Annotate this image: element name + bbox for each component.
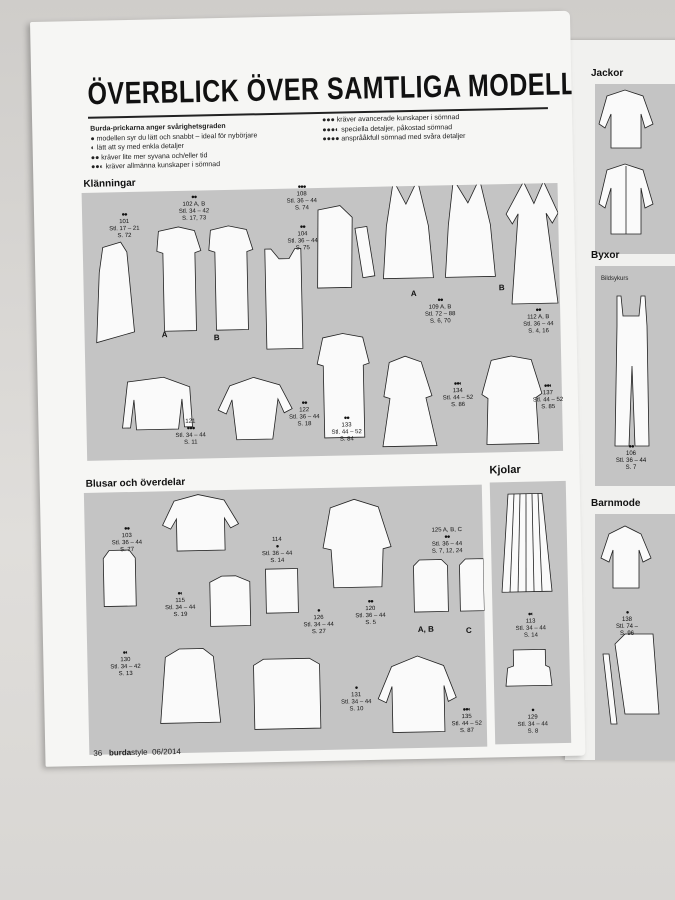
page-footer: 36 burdastyle 06/2014 <box>93 747 181 758</box>
overall-illustration <box>614 295 650 447</box>
item-106: ●● 106 Stl. 36 – 44 S. 7 <box>615 444 647 471</box>
tops-panel: ●● 103 Stl. 36 – 44 S. 77 114 ● Stl. 36 … <box>83 484 488 755</box>
section-jackets-heading: Jackor <box>591 68 624 79</box>
item-115: ●◐ 115 Stl. 34 – 44 S. 19 <box>165 590 196 619</box>
item-112: ●● 112 A, B Stl. 36 – 44 S. 4, 16 <box>523 307 554 335</box>
item-101: ●● 101 Stl. 17 – 21 S. 72 <box>109 212 140 240</box>
item-137: ●●◐ 137 Stl. 44 – 52 S. 85 <box>532 383 564 411</box>
item-103: ●● 103 Stl. 36 – 44 S. 77 <box>111 526 143 554</box>
variant-label-b1: B <box>213 333 220 343</box>
item-122: ●● 122 Stl. 36 – 44 S. 18 <box>289 400 320 428</box>
item-126: ● 126 Stl. 34 – 44 S. 27 <box>303 608 334 636</box>
trousers-subheading: Bildsykurs <box>601 276 629 282</box>
kids-panel: ● 138 Stl. 74 – S. 96 <box>595 514 675 760</box>
brand-name: burda <box>108 748 132 758</box>
item-120: ●● 120 Stl. 36 – 44 S. 5 <box>355 598 386 627</box>
variant-label-c: C <box>465 625 472 636</box>
item-129: ● 129 Stl. 34 – 44 S. 8 <box>517 707 549 735</box>
right-page: Jackor Byxor Bildsykurs ●● 106 Stl. 36 –… <box>565 40 675 760</box>
item-134: ●●◐ 134 Stl. 44 – 52 S. 86 <box>442 381 474 409</box>
difficulty-legend-right: ●●● kräver avancerade kunskaper i sömnad… <box>322 113 466 144</box>
jackets-panel <box>595 84 675 254</box>
variant-label-a1: A <box>161 330 168 340</box>
dresses-panel: ●● 101 Stl. 17 – 21 S. 72 ●● 102 A, B St… <box>81 182 563 461</box>
trousers-panel: Bildsykurs ●● 106 Stl. 36 – 44 S. 7 <box>595 266 675 486</box>
skirts-panel: ●◐ 113 Stl. 34 – 44 S. 14 ● 129 Stl. 34 … <box>489 480 572 745</box>
item-102: ●● 102 A, B Stl. 34 – 42 S. 17, 73 <box>178 194 210 222</box>
section-kids-heading: Barnmode <box>591 498 641 509</box>
page-title: ÖVERBLICK ÖVER SAMTLIGA MODELLER <box>87 65 586 112</box>
difficulty-legend: Burda-prickarna anger svårighetsgraden ●… <box>90 121 258 172</box>
variant-label-b2: B <box>498 283 505 293</box>
item-125: 125 A, B, C ●● Stl. 36 – 44 S. 7, 12, 24 <box>431 527 463 555</box>
item-135: ●●◐ 135 Stl. 44 – 52 S. 87 <box>451 706 483 735</box>
section-skirts-heading: Kjolar <box>489 463 521 477</box>
left-page: ÖVERBLICK ÖVER SAMTLIGA MODELLER Burda-p… <box>30 10 586 767</box>
variant-label-a2: A <box>410 288 417 299</box>
section-tops-heading: Blusar och överdelar <box>85 476 186 490</box>
dress-illustrations <box>96 182 559 448</box>
item-114: 114 ● Stl. 36 – 44 S. 14 <box>261 536 293 565</box>
item-138: ● 138 Stl. 74 – S. 96 <box>615 610 638 637</box>
issue-date: 06/2014 <box>151 746 182 757</box>
item-104: ●● 104 Stl. 36 – 44 S. 75 <box>287 224 318 252</box>
item-108: ●●● 108 Stl. 36 – 44 S. 74 <box>286 184 318 212</box>
item-121: 121 ●●● Stl. 34 – 44 S. 11 <box>175 418 206 446</box>
section-trousers-heading: Byxor <box>591 250 620 261</box>
legend-row-7: ●●●● ansprååkfull sömnad med svåra detal… <box>322 132 466 143</box>
brand-name-suffix: style <box>131 747 148 758</box>
top-illustrations <box>102 494 485 733</box>
item-130: ●◐ 130 Stl. 34 – 42 S. 13 <box>110 650 141 678</box>
jacket-illustrations <box>598 89 654 235</box>
kids-illustrations <box>600 525 660 725</box>
item-109: ●● 109 A, B Stl. 72 – 88 S. 6, 70 <box>424 297 456 325</box>
variant-label-ab: A, B <box>417 624 434 635</box>
item-133: ●● 133 Stl. 44 – 52 S. 84 <box>331 415 362 443</box>
item-131: ● 131 Stl. 34 – 44 S. 10 <box>341 685 372 713</box>
skirt-illustrations <box>501 492 553 687</box>
item-113: ●◐ 113 Stl. 34 – 44 S. 14 <box>515 611 547 639</box>
section-dresses-heading: Klänningar <box>83 177 136 190</box>
page-number: 36 <box>93 748 103 758</box>
